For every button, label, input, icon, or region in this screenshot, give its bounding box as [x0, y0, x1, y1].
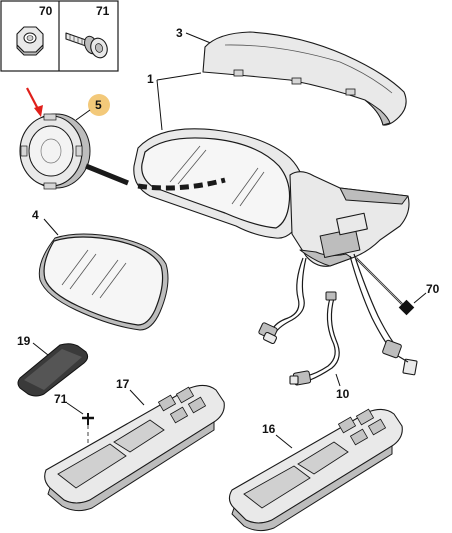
mirror-motor-disc-part	[19, 113, 91, 190]
callout-70-right: 70	[426, 282, 440, 296]
callout-19: 19	[17, 334, 31, 348]
mirror-assembly-part	[133, 128, 410, 267]
callout-16: 16	[262, 422, 276, 436]
callout-71-inset: 71	[96, 4, 110, 18]
window-switch-panel-right-part	[228, 408, 403, 532]
mirror-wiring	[258, 253, 418, 376]
window-switch-panel-left-part	[44, 384, 225, 512]
screw-part	[65, 32, 108, 59]
mirror-glass-part	[38, 233, 169, 331]
callout-70-inset: 70	[39, 4, 53, 18]
callout-5-badge	[88, 94, 110, 116]
adhesive-pad-part	[17, 343, 89, 397]
callout-5: 5	[95, 98, 102, 112]
screw-small-part	[82, 413, 94, 425]
callout-17: 17	[116, 377, 130, 391]
assembly-connector	[85, 163, 226, 191]
callout-4: 4	[32, 208, 39, 222]
red-pointer-arrow	[26, 87, 43, 117]
wiring-harness-part	[289, 291, 340, 386]
callout-3: 3	[176, 26, 183, 40]
mirror-cover-part	[202, 31, 407, 126]
callout-10: 10	[336, 387, 350, 401]
callout-71-left: 71	[54, 392, 68, 406]
callout-1: 1	[147, 72, 154, 86]
nut-part	[16, 26, 44, 56]
